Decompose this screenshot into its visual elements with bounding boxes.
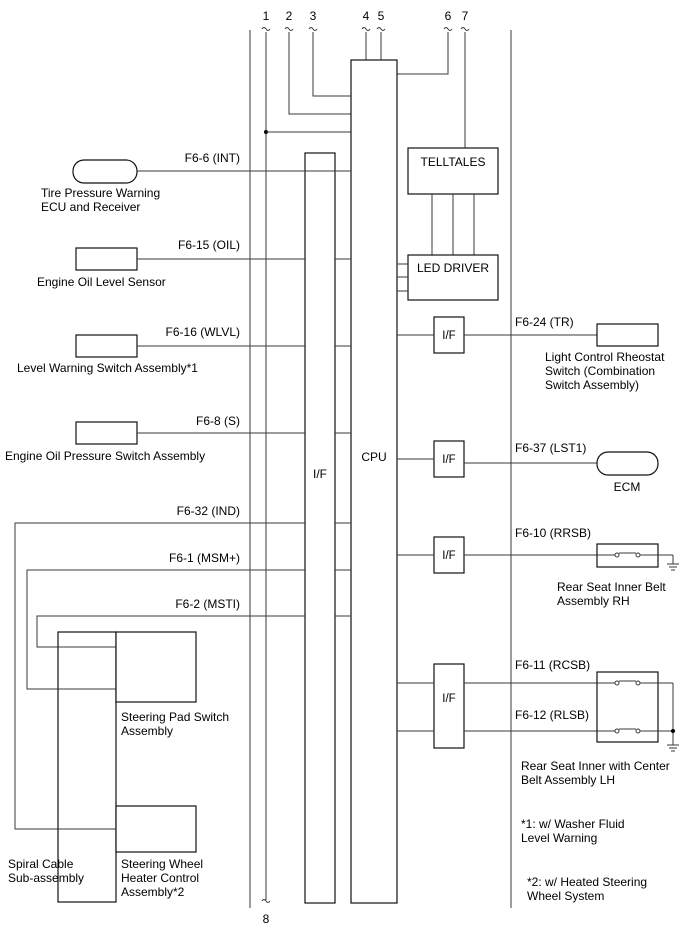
msm-signal-line — [26, 569, 305, 690]
interface-rcsb-label: I/F — [442, 693, 455, 705]
pin-label-6: 6 — [445, 9, 452, 23]
cpu-block — [350, 59, 398, 904]
pin-label-7: 7 — [462, 9, 469, 23]
terminal-label-rrsb: F6-10 (RRSB) — [515, 526, 591, 540]
level-warning-switch-label: Level Warning Switch Assembly*1 — [17, 361, 198, 375]
telltales-label: TELLTALES — [421, 155, 486, 169]
ecm-label: ECM — [614, 480, 641, 494]
note-1-line-2: Level Warning — [521, 831, 597, 845]
oil-pressure-switch-label: Engine Oil Pressure Switch Assembly — [5, 449, 205, 463]
oil-pressure-switch-box — [75, 421, 138, 445]
tire-pressure-ecu-label: Tire Pressure Warning — [41, 186, 160, 200]
heater-control-box — [115, 805, 197, 853]
rear-belt-lh-label-1: Rear Seat Inner with Center — [521, 759, 670, 773]
heater-control-label-2: Heater Control — [121, 871, 199, 885]
pad-switch-label-1: Steering Pad Switch — [121, 710, 229, 724]
note-2-line-2: Wheel System — [527, 889, 604, 903]
rear-belt-rh-label-1: Rear Seat Inner Belt — [557, 580, 666, 594]
pin-label-1: 1 — [263, 9, 270, 23]
rear-belt-rh-switch-icon — [597, 552, 674, 564]
pin-label-2: 2 — [286, 9, 293, 23]
pin2-line — [288, 32, 351, 115]
rear-belt-lh-label-2: Belt Assembly LH — [521, 773, 615, 787]
light-rheostat-label-3: Switch Assembly) — [545, 378, 639, 392]
interface-rrsb-label: I/F — [442, 550, 455, 562]
ground-icon — [667, 744, 679, 752]
interface-lst1-label: I/F — [442, 454, 455, 466]
terminal-label-int: F6-6 (INT) — [185, 151, 240, 165]
note-1-line-1: *1: w/ Washer Fluid — [521, 817, 625, 831]
interface-block-main — [304, 152, 336, 904]
pin-tilde-marks — [261, 27, 470, 903]
spiral-cable-label-1: Spiral Cable — [8, 857, 74, 871]
terminal-label-tr: F6-24 (TR) — [515, 315, 574, 329]
msti-signal-line — [36, 615, 305, 648]
note-2-line-1: *2: w/ Heated Steering — [527, 875, 647, 889]
terminal-label-msti: F6-2 (MSTI) — [175, 597, 240, 611]
pin3-line — [312, 32, 351, 97]
pin-label-4: 4 — [363, 9, 370, 23]
pin-label-5: 5 — [378, 9, 385, 23]
terminal-label-oil: F6-15 (OIL) — [178, 238, 240, 252]
pad-switch-label-2: Assembly — [121, 724, 173, 738]
terminal-label-rcsb: F6-11 (RCSB) — [515, 658, 590, 672]
oil-level-sensor-box — [75, 247, 138, 271]
terminal-label-s: F6-8 (S) — [196, 414, 240, 428]
terminal-label-lst1: F6-37 (LST1) — [515, 441, 586, 455]
terminal-label-msm: F6-1 (MSM+) — [169, 551, 240, 565]
pin-label-8: 8 — [263, 912, 270, 926]
spiral-cable-label-2: Sub-assembly — [8, 871, 84, 885]
oil-level-sensor-label: Engine Oil Level Sensor — [37, 275, 166, 289]
tire-pressure-ecu-box — [72, 159, 138, 184]
heater-control-label-1: Steering Wheel — [121, 857, 203, 871]
pin-label-3: 3 — [310, 9, 317, 23]
junction-dot — [671, 729, 675, 733]
interface-tr-label: I/F — [442, 330, 455, 342]
ground-icon — [667, 563, 679, 571]
terminal-label-rlsb: F6-12 (RLSB) — [515, 708, 589, 722]
light-rheostat-box — [596, 323, 659, 347]
interface-block-rcsb — [433, 663, 465, 749]
led-driver-label: LED DRIVER — [417, 261, 489, 275]
terminal-label-wlvl: F6-16 (WLVL) — [166, 325, 240, 339]
spiral-cable-box — [57, 631, 117, 903]
ind-signal-line — [14, 522, 305, 830]
light-rheostat-label-2: Switch (Combination — [545, 364, 655, 378]
tire-pressure-ecu-label-2: ECU and Receiver — [41, 200, 140, 214]
level-warning-switch-box — [75, 334, 138, 358]
rear-belt-lh-box — [596, 671, 659, 743]
led-driver-block — [407, 254, 499, 301]
rear-belt-lh-switch-icon — [597, 680, 674, 745]
ecm-box — [596, 451, 659, 476]
steering-pad-switch-box — [115, 631, 197, 703]
light-rheostat-label-1: Light Control Rheostat — [545, 350, 665, 364]
terminal-label-ind: F6-32 (IND) — [177, 504, 240, 518]
cpu-label: CPU — [361, 450, 386, 464]
telltales-block — [407, 147, 499, 195]
heater-control-label-3: Assembly*2 — [121, 885, 185, 899]
pin6-line — [397, 32, 449, 75]
rear-belt-rh-label-2: Assembly RH — [557, 594, 630, 608]
interface-main-label: I/F — [313, 467, 327, 481]
